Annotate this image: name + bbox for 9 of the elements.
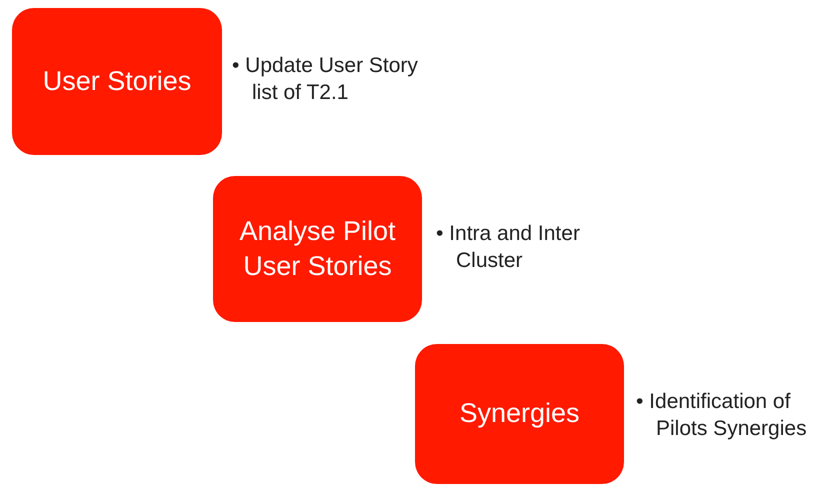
step-box <box>415 344 624 484</box>
step-box <box>12 8 222 155</box>
bullet-note: • Identification of Pilots Synergies <box>636 389 808 442</box>
step-title: User Stories <box>42 64 192 98</box>
bullet-note: • Intra and Inter Cluster <box>436 221 581 274</box>
step-title: Analyse Pilot User Stories <box>238 214 397 283</box>
bullet-note: • Update User Story list of T2.1 <box>232 53 419 106</box>
step-title: Synergies <box>459 397 580 430</box>
step-box <box>213 176 422 322</box>
